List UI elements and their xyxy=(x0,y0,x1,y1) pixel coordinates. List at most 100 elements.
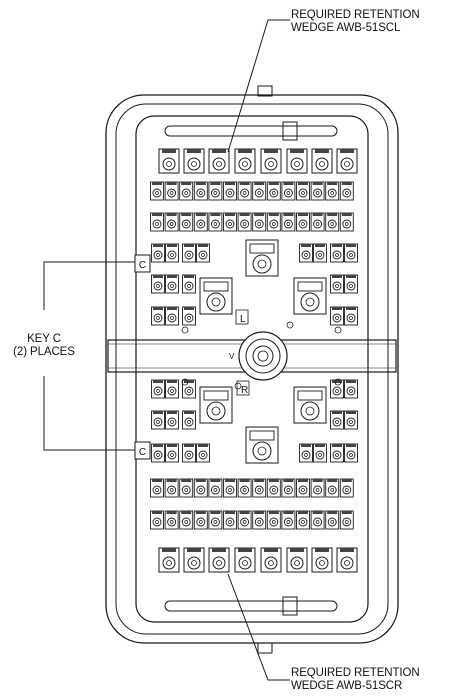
small-cavity xyxy=(164,181,179,201)
small-cavity xyxy=(164,510,179,530)
small-cavity xyxy=(208,510,223,530)
mark-r: R xyxy=(241,385,248,396)
small-cavity xyxy=(281,478,296,498)
r-mark-frame xyxy=(236,380,250,396)
outer-housing-inner-edge xyxy=(115,103,389,635)
key-housing xyxy=(245,239,279,277)
small-cavity xyxy=(310,181,325,201)
key-callout-line1: KEY C xyxy=(27,333,61,345)
small-cavity xyxy=(164,212,179,232)
large-cavity xyxy=(286,148,308,174)
small-cavity xyxy=(344,243,358,263)
small-cavity xyxy=(330,379,344,399)
lower-cavity-grid xyxy=(150,379,358,573)
large-cavity xyxy=(208,148,230,174)
small-cavity xyxy=(150,181,164,201)
key-c-marker-text: C xyxy=(139,260,146,271)
small-cavity xyxy=(179,212,194,232)
insert-body xyxy=(135,115,369,623)
small-cavity xyxy=(151,443,165,463)
small-cavity xyxy=(165,274,179,294)
small-cavity xyxy=(165,379,179,399)
small-cavity xyxy=(208,478,223,498)
alignment-hole xyxy=(234,382,242,390)
center-features xyxy=(181,309,342,396)
top-callout-line2: WEDGE AWB-51SCL xyxy=(291,22,401,34)
small-cavity xyxy=(182,274,196,294)
small-cavity xyxy=(310,478,325,498)
mark-l: L xyxy=(240,314,246,325)
small-cavity xyxy=(165,443,179,463)
key-housing xyxy=(199,277,233,315)
outer-housing xyxy=(105,94,399,644)
alignment-hole xyxy=(286,321,294,329)
top-wedge-latch xyxy=(282,121,298,141)
large-cavity xyxy=(183,148,205,174)
small-cavity xyxy=(330,243,344,263)
small-cavity xyxy=(313,243,327,263)
large-cavity xyxy=(336,148,358,174)
small-cavity xyxy=(266,478,281,498)
small-cavity xyxy=(165,243,179,263)
alignment-hole xyxy=(181,326,189,334)
bottom-tab xyxy=(257,642,273,654)
small-cavity xyxy=(252,510,267,530)
small-cavity xyxy=(151,274,165,294)
key-housing xyxy=(293,277,327,315)
key-housing xyxy=(245,426,279,464)
large-cavity xyxy=(234,148,256,174)
small-cavity xyxy=(339,510,354,530)
jackscrew-core xyxy=(257,350,269,362)
bottom-callout: REQUIRED RETENTION WEDGE AWB-51SCR xyxy=(291,667,420,693)
small-cavity xyxy=(208,181,223,201)
small-cavity xyxy=(193,181,208,201)
small-cavity xyxy=(344,306,358,326)
small-cavity xyxy=(330,443,344,463)
small-cavity xyxy=(339,478,354,498)
small-cavity xyxy=(325,510,340,530)
key-markers: C C xyxy=(134,254,151,460)
small-cavity xyxy=(281,212,296,232)
large-cavity xyxy=(183,547,205,573)
small-cavity xyxy=(296,510,310,530)
small-cavity xyxy=(325,181,340,201)
small-cavity xyxy=(164,478,179,498)
small-cavity xyxy=(310,212,325,232)
large-cavity xyxy=(260,148,282,174)
large-cavity xyxy=(208,547,230,573)
bottom-leader xyxy=(227,573,290,681)
jackscrew-inner xyxy=(252,345,274,367)
small-cavity xyxy=(344,274,358,294)
large-cavity xyxy=(336,547,358,573)
jackscrew-ring xyxy=(245,338,281,374)
small-cavity xyxy=(313,443,327,463)
alignment-hole xyxy=(334,326,342,334)
small-cavity xyxy=(339,212,354,232)
alignment-hole xyxy=(334,378,342,386)
small-cavity xyxy=(339,181,354,201)
leader-lines xyxy=(43,19,290,681)
key-housing xyxy=(199,386,233,424)
small-cavity xyxy=(281,510,296,530)
small-cavity xyxy=(151,379,165,399)
small-cavity xyxy=(165,410,179,430)
small-cavity xyxy=(223,478,237,498)
small-cavity xyxy=(151,410,165,430)
small-cavity xyxy=(344,410,358,430)
top-leader xyxy=(227,19,290,153)
small-cavity xyxy=(296,181,310,201)
large-cavity xyxy=(311,148,333,174)
small-cavity xyxy=(310,510,325,530)
mark-v: V xyxy=(229,352,235,361)
top-wedge-slot xyxy=(164,125,338,137)
small-cavity xyxy=(196,443,210,463)
small-cavity xyxy=(252,478,267,498)
small-cavity xyxy=(237,181,252,201)
small-cavity xyxy=(182,306,196,326)
bottom-wedge-latch xyxy=(282,596,298,616)
small-cavity xyxy=(179,510,194,530)
small-cavity xyxy=(325,212,340,232)
top-callout: REQUIRED RETENTION WEDGE AWB-51SCL xyxy=(291,9,420,35)
small-cavity xyxy=(281,181,296,201)
small-cavity xyxy=(151,306,165,326)
